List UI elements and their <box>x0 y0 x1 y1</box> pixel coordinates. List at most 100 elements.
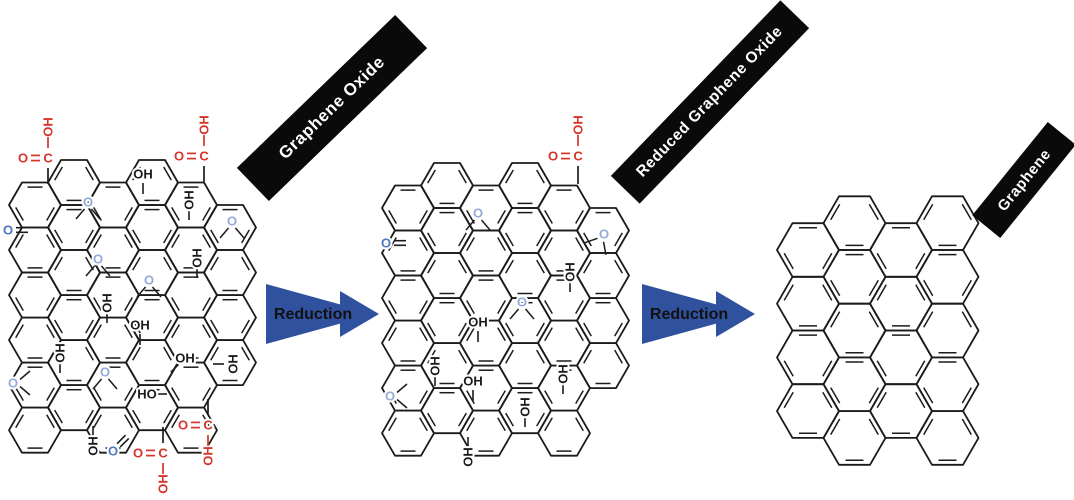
double-bond <box>241 346 250 361</box>
atom-label: C <box>199 149 209 164</box>
carbon-ring <box>869 222 933 278</box>
double-bond <box>210 319 219 334</box>
double-bond <box>575 327 584 342</box>
carbon-ring <box>776 329 840 386</box>
double-bond <box>171 387 180 401</box>
double-bond <box>614 349 623 364</box>
double-bond <box>458 259 467 274</box>
carbon-ring <box>537 184 591 232</box>
atom-label: OH <box>463 374 483 389</box>
carbon-ring <box>8 406 62 454</box>
epoxide-oxygen: O <box>92 363 118 390</box>
double-bond <box>15 324 24 339</box>
atom-label: OH <box>133 167 153 182</box>
double-bond <box>505 349 514 364</box>
arrow-head <box>340 291 379 337</box>
atom-label: O <box>548 149 558 164</box>
atom-label: O <box>133 446 143 461</box>
double-bond <box>202 234 211 248</box>
double-bond <box>783 391 794 409</box>
double-bond <box>93 297 102 311</box>
atom-label: O <box>473 206 483 221</box>
double-bond <box>497 237 506 251</box>
double-bond <box>202 207 211 221</box>
atom-label: OH <box>461 447 476 467</box>
atom-label: C <box>203 418 213 433</box>
double-bond <box>923 418 934 435</box>
double-bond <box>419 210 428 224</box>
bond-line <box>509 308 520 320</box>
double-bond <box>210 256 219 271</box>
double-bond <box>124 297 133 311</box>
graphene-structure <box>776 195 980 466</box>
carbon-ring <box>498 162 552 209</box>
double-bond <box>124 414 133 429</box>
double-bond <box>822 391 833 409</box>
carbon-ring <box>498 342 552 390</box>
carbon-ring <box>420 297 474 345</box>
double-bond <box>15 234 24 248</box>
ketone-oxygen: O <box>106 434 130 461</box>
reduction-label-2: Reduction <box>650 306 728 323</box>
epoxide-oxygen: O <box>219 212 245 239</box>
bond-line <box>90 208 101 220</box>
double-bond <box>163 346 172 361</box>
double-bond <box>458 349 467 364</box>
double-bond <box>46 207 55 221</box>
atom-label: OH <box>428 356 443 376</box>
atom-label: HO <box>137 387 157 402</box>
bond-line <box>19 370 31 381</box>
carbon-ring <box>869 383 933 439</box>
double-bond <box>915 391 926 409</box>
double-bond <box>783 360 794 377</box>
reduction-arrow-1: Reduction <box>266 284 379 344</box>
atom-label: O <box>3 223 13 238</box>
reduction-label-1: Reduction <box>274 306 352 323</box>
double-bond <box>171 324 180 339</box>
carbon-ring <box>576 252 630 300</box>
double-bond <box>85 166 94 181</box>
double-bond <box>85 409 94 424</box>
ketone-oxygen: O <box>1 221 28 240</box>
double-bond <box>830 311 841 328</box>
carbon-ring <box>576 342 630 390</box>
double-bond <box>85 319 94 334</box>
carbon-ring <box>822 410 887 466</box>
bond-line <box>396 398 408 409</box>
atom-label: O <box>227 214 237 229</box>
hydroxyl-group: OH <box>180 188 199 220</box>
double-bond <box>614 259 623 274</box>
atom-label: O <box>178 418 188 433</box>
epoxide-oxygen: O <box>6 370 31 396</box>
double-bond <box>241 319 250 334</box>
carbon-ring <box>869 329 933 386</box>
double-bond <box>505 232 514 247</box>
double-bond <box>46 234 55 248</box>
double-bond <box>15 207 24 221</box>
double-bond <box>583 349 592 364</box>
double-bond <box>15 414 24 429</box>
double-bond <box>961 203 972 221</box>
atom-label: OH <box>100 293 115 313</box>
carbon-ring <box>915 356 980 413</box>
carbon-ring <box>47 204 101 251</box>
epoxide-oxygen: O <box>584 225 611 255</box>
double-bond <box>388 300 397 314</box>
double-bond <box>202 324 211 339</box>
carbon-ring <box>915 249 980 305</box>
hydroxyl-group: OH <box>459 437 478 469</box>
double-bond <box>466 327 475 342</box>
bond-line <box>584 237 598 244</box>
bond-line <box>85 265 96 277</box>
atom-label: OH <box>175 351 195 366</box>
double-bond <box>210 346 219 361</box>
double-bond <box>93 387 102 401</box>
double-bond <box>923 279 934 297</box>
double-bond <box>876 391 887 409</box>
double-bond <box>419 390 428 404</box>
bond-line <box>170 363 180 373</box>
double-bond <box>93 324 102 339</box>
